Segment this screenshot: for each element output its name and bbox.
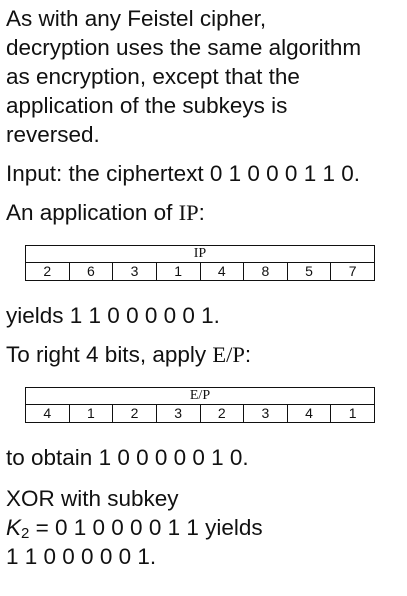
ip-permutation-table: IP 2 6 3 1 4 8 5 7 — [25, 245, 375, 281]
ep-application-prefix: To right 4 bits, apply — [6, 342, 213, 367]
intro-line: As with any Feistel cipher, — [6, 6, 267, 31]
ep-table-cell: 3 — [155, 404, 201, 423]
ip-table-header-row: IP — [25, 245, 375, 263]
ip-table-header: IP — [25, 245, 375, 263]
xor-key-line: K2 = 0 1 0 0 0 0 1 1 yields — [6, 513, 404, 542]
ep-application-suffix: : — [244, 342, 252, 367]
ep-table-header: E/P — [25, 387, 375, 405]
ep-table-cell: 4 — [25, 404, 70, 423]
ip-table-cell: 6 — [68, 262, 114, 281]
ip-table-cell: 5 — [286, 262, 332, 281]
ip-application-line: An application of IP: — [6, 198, 404, 227]
ip-table-cell: 8 — [243, 262, 288, 281]
ip-table-values-row: 2 6 3 1 4 8 5 7 — [25, 262, 375, 281]
subkey-symbol: K2 — [6, 515, 30, 542]
intro-line: application of the subkeys is — [6, 93, 288, 118]
ip-application-suffix: : — [198, 200, 205, 225]
ep-table-cell: 1 — [68, 404, 114, 423]
input-line: Input: the ciphertext 0 1 0 0 0 1 1 0. — [6, 161, 360, 186]
xor-paragraph: XOR with subkey K2 = 0 1 0 0 0 0 1 1 yie… — [6, 484, 404, 571]
ip-result-line: yields 1 1 0 0 0 0 0 1. — [6, 303, 220, 328]
intro-line: reversed. — [6, 122, 100, 147]
ip-application-prefix: An application of — [6, 200, 179, 225]
ep-table-cell: 2 — [112, 404, 157, 423]
ep-table-wrapper: E/P 4 1 2 3 2 3 4 1 — [6, 387, 404, 423]
ep-table-cell: 2 — [199, 404, 245, 423]
ep-table-cell: 3 — [243, 404, 288, 423]
ep-table-values-row: 4 1 2 3 2 3 4 1 — [25, 404, 375, 423]
ep-result-line: to obtain 1 0 0 0 0 0 1 0. — [6, 445, 249, 470]
intro-line: decryption uses the same algorithm — [6, 35, 362, 60]
ip-table-cell: 7 — [330, 262, 375, 281]
intro-line: as encryption, except that the — [6, 64, 300, 89]
ip-term: IP — [178, 200, 199, 225]
ep-table-cell: 1 — [330, 404, 375, 423]
ip-table-wrapper: IP 2 6 3 1 4 8 5 7 — [6, 245, 404, 281]
xor-key-rest: = 0 1 0 0 0 0 1 1 yields — [29, 515, 263, 540]
ip-table-cell: 4 — [199, 262, 245, 281]
xor-line: 1 1 0 0 0 0 0 1. — [6, 544, 157, 569]
subkey-subscript: 2 — [21, 525, 30, 542]
ep-expansion-table: E/P 4 1 2 3 2 3 4 1 — [25, 387, 375, 423]
ip-table-cell: 3 — [112, 262, 157, 281]
xor-line: XOR with subkey — [6, 486, 179, 511]
subkey-letter: K — [6, 515, 22, 540]
intro-paragraph: As with any Feistel cipher, decryption u… — [6, 4, 404, 149]
ep-table-cell: 4 — [286, 404, 332, 423]
ep-application-line: To right 4 bits, apply E/P: — [6, 340, 404, 369]
document-page: As with any Feistel cipher, decryption u… — [6, 4, 404, 571]
ip-table-cell: 1 — [155, 262, 201, 281]
ep-term: E/P — [212, 342, 245, 367]
ip-table-cell: 2 — [25, 262, 70, 281]
ep-table-header-row: E/P — [25, 387, 375, 405]
